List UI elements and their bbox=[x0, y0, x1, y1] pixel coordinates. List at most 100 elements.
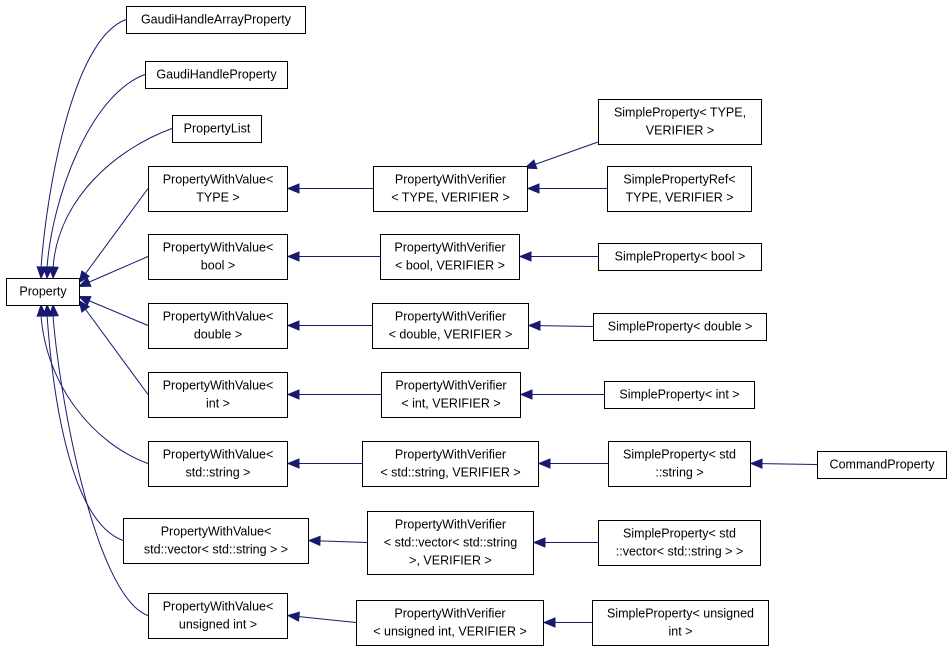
edge-arrowhead bbox=[286, 389, 300, 400]
class-node-pwver-string[interactable]: PropertyWithVerifier< std::string, VERIF… bbox=[362, 441, 539, 487]
class-node-label: PropertyWithValue< bbox=[163, 310, 274, 324]
edge-line bbox=[78, 300, 149, 395]
class-node-spref-type[interactable]: SimplePropertyRef< TYPE, VERIFIER > bbox=[607, 166, 752, 212]
class-node-property[interactable]: Property bbox=[6, 278, 80, 306]
class-node-label: SimpleProperty< std bbox=[623, 448, 736, 462]
class-node-box bbox=[172, 115, 262, 143]
class-node-label: PropertyWithValue< bbox=[163, 379, 274, 393]
class-node-label: std::vector< std::string > > bbox=[144, 543, 288, 557]
class-node-label: < double, VERIFIER > bbox=[389, 328, 513, 342]
class-node-label: TYPE, VERIFIER > bbox=[625, 191, 733, 205]
class-node-label: < std::vector< std::string bbox=[384, 536, 517, 550]
edge-arrowhead bbox=[527, 320, 541, 331]
class-node-label: < TYPE, VERIFIER > bbox=[391, 191, 510, 205]
class-node-label: SimpleProperty< bool > bbox=[615, 250, 746, 264]
edge-pwver-vector-to-pwv-vector bbox=[307, 535, 368, 547]
class-node-label: ::vector< std::string > > bbox=[616, 545, 744, 559]
edge-sp-bool-to-pwver-bool bbox=[518, 251, 598, 262]
edge-pwv-uint-to-property bbox=[48, 303, 149, 616]
edge-line bbox=[46, 74, 146, 269]
class-node-label: < std::string, VERIFIER > bbox=[380, 466, 520, 480]
class-node-label: >, VERIFIER > bbox=[409, 554, 492, 568]
class-node-gh-prop[interactable]: GaudiHandleProperty bbox=[145, 61, 288, 89]
class-node-box bbox=[373, 166, 528, 212]
class-node-pwv-int[interactable]: PropertyWithValue<int > bbox=[148, 372, 288, 418]
class-node-pwver-double[interactable]: PropertyWithVerifier< double, VERIFIER > bbox=[372, 303, 529, 349]
class-node-box bbox=[608, 441, 751, 487]
edge-line bbox=[52, 128, 173, 269]
class-node-box bbox=[6, 278, 80, 306]
class-node-label: SimpleProperty< TYPE, bbox=[614, 106, 746, 120]
class-node-label: TYPE > bbox=[196, 191, 239, 205]
edge-arrowhead bbox=[77, 277, 92, 288]
edge-pwv-int-to-property bbox=[78, 299, 149, 395]
class-node-label: unsigned int > bbox=[179, 618, 257, 632]
class-node-cmd[interactable]: CommandProperty bbox=[817, 451, 947, 479]
class-node-label: PropertyList bbox=[184, 122, 251, 136]
edge-gh-prop-to-property bbox=[42, 74, 146, 280]
class-node-label: SimplePropertyRef< bbox=[623, 173, 735, 187]
class-node-label: SimpleProperty< unsigned bbox=[607, 607, 754, 621]
class-node-sp-string[interactable]: SimpleProperty< std::string > bbox=[608, 441, 751, 487]
class-node-box bbox=[607, 166, 752, 212]
edge-arrowhead bbox=[542, 617, 556, 628]
class-node-label: PropertyWithValue< bbox=[163, 173, 274, 187]
edge-line bbox=[40, 19, 127, 269]
class-node-label: SimpleProperty< double > bbox=[608, 320, 753, 334]
class-node-pwver-uint[interactable]: PropertyWithVerifier< unsigned int, VERI… bbox=[356, 600, 544, 646]
class-node-label: int > bbox=[669, 625, 693, 639]
class-node-sp-uint[interactable]: SimpleProperty< unsigned int > bbox=[592, 600, 769, 646]
class-node-label: std::string > bbox=[186, 466, 251, 480]
class-node-pwv-type[interactable]: PropertyWithValue< TYPE > bbox=[148, 166, 288, 212]
class-node-sp-int[interactable]: SimpleProperty< int > bbox=[604, 381, 755, 409]
class-node-pwver-int[interactable]: PropertyWithVerifier < int, VERIFIER > bbox=[381, 372, 521, 418]
class-node-label: PropertyWithValue< bbox=[163, 600, 274, 614]
class-node-sp-bool[interactable]: SimpleProperty< bool > bbox=[598, 243, 762, 271]
class-node-box bbox=[148, 303, 288, 349]
edge-sp-vector-to-pwver-vector bbox=[532, 537, 598, 548]
edge-sp-type-to-pwver-type bbox=[523, 141, 599, 170]
class-node-pwver-bool[interactable]: PropertyWithVerifier< bool, VERIFIER > bbox=[380, 234, 520, 280]
class-node-box bbox=[592, 600, 769, 646]
edge-pwv-type-to-property bbox=[78, 188, 149, 284]
class-node-pwv-string[interactable]: PropertyWithValue<std::string > bbox=[148, 441, 288, 487]
class-node-sp-double[interactable]: SimpleProperty< double > bbox=[593, 313, 767, 341]
class-node-gh-array[interactable]: GaudiHandleArrayProperty bbox=[126, 6, 306, 34]
class-node-label: PropertyWithValue< bbox=[161, 525, 272, 539]
class-node-pwv-vector[interactable]: PropertyWithValue<std::vector< std::stri… bbox=[123, 518, 309, 564]
class-node-plist[interactable]: PropertyList bbox=[172, 115, 262, 143]
class-node-label: SimpleProperty< int > bbox=[619, 388, 739, 402]
class-node-label: PropertyWithVerifier bbox=[395, 379, 506, 393]
class-node-sp-type[interactable]: SimpleProperty< TYPE,VERIFIER > bbox=[598, 99, 762, 145]
inheritance-edges bbox=[36, 19, 818, 628]
class-node-box bbox=[362, 441, 539, 487]
class-node-box bbox=[148, 372, 288, 418]
class-node-box bbox=[817, 451, 947, 479]
class-node-box bbox=[123, 518, 309, 564]
edge-arrowhead bbox=[286, 611, 300, 622]
class-node-pwver-type[interactable]: PropertyWithVerifier< TYPE, VERIFIER > bbox=[373, 166, 528, 212]
edge-arrowhead bbox=[526, 183, 540, 194]
class-node-label: bool > bbox=[201, 259, 235, 273]
class-node-label: GaudiHandleArrayProperty bbox=[141, 13, 292, 27]
class-node-pwv-uint[interactable]: PropertyWithValue< unsigned int > bbox=[148, 593, 288, 639]
class-node-sp-vector[interactable]: SimpleProperty< std::vector< std::string… bbox=[598, 520, 761, 566]
class-node-pwver-vector[interactable]: PropertyWithVerifier< std::vector< std::… bbox=[367, 511, 534, 575]
class-node-label: PropertyWithVerifier bbox=[395, 518, 506, 532]
class-node-pwv-double[interactable]: PropertyWithValue< double > bbox=[148, 303, 288, 349]
class-node-label: double > bbox=[194, 328, 242, 342]
edge-line bbox=[524, 141, 599, 169]
edge-pwv-double-to-property bbox=[77, 295, 149, 326]
edge-spref-type-to-pwver-type bbox=[526, 183, 607, 194]
edge-arrowhead bbox=[78, 270, 91, 284]
class-node-label: < int, VERIFIER > bbox=[401, 397, 500, 411]
class-node-box bbox=[356, 600, 544, 646]
class-node-label: PropertyWithVerifier bbox=[395, 448, 506, 462]
edge-line bbox=[52, 314, 149, 616]
class-node-box bbox=[148, 593, 288, 639]
class-node-label: GaudiHandleProperty bbox=[156, 68, 277, 82]
class-node-pwv-bool[interactable]: PropertyWithValue<bool > bbox=[148, 234, 288, 280]
edge-arrowhead bbox=[48, 266, 59, 280]
edge-arrowhead bbox=[519, 389, 533, 400]
class-node-box bbox=[148, 166, 288, 212]
